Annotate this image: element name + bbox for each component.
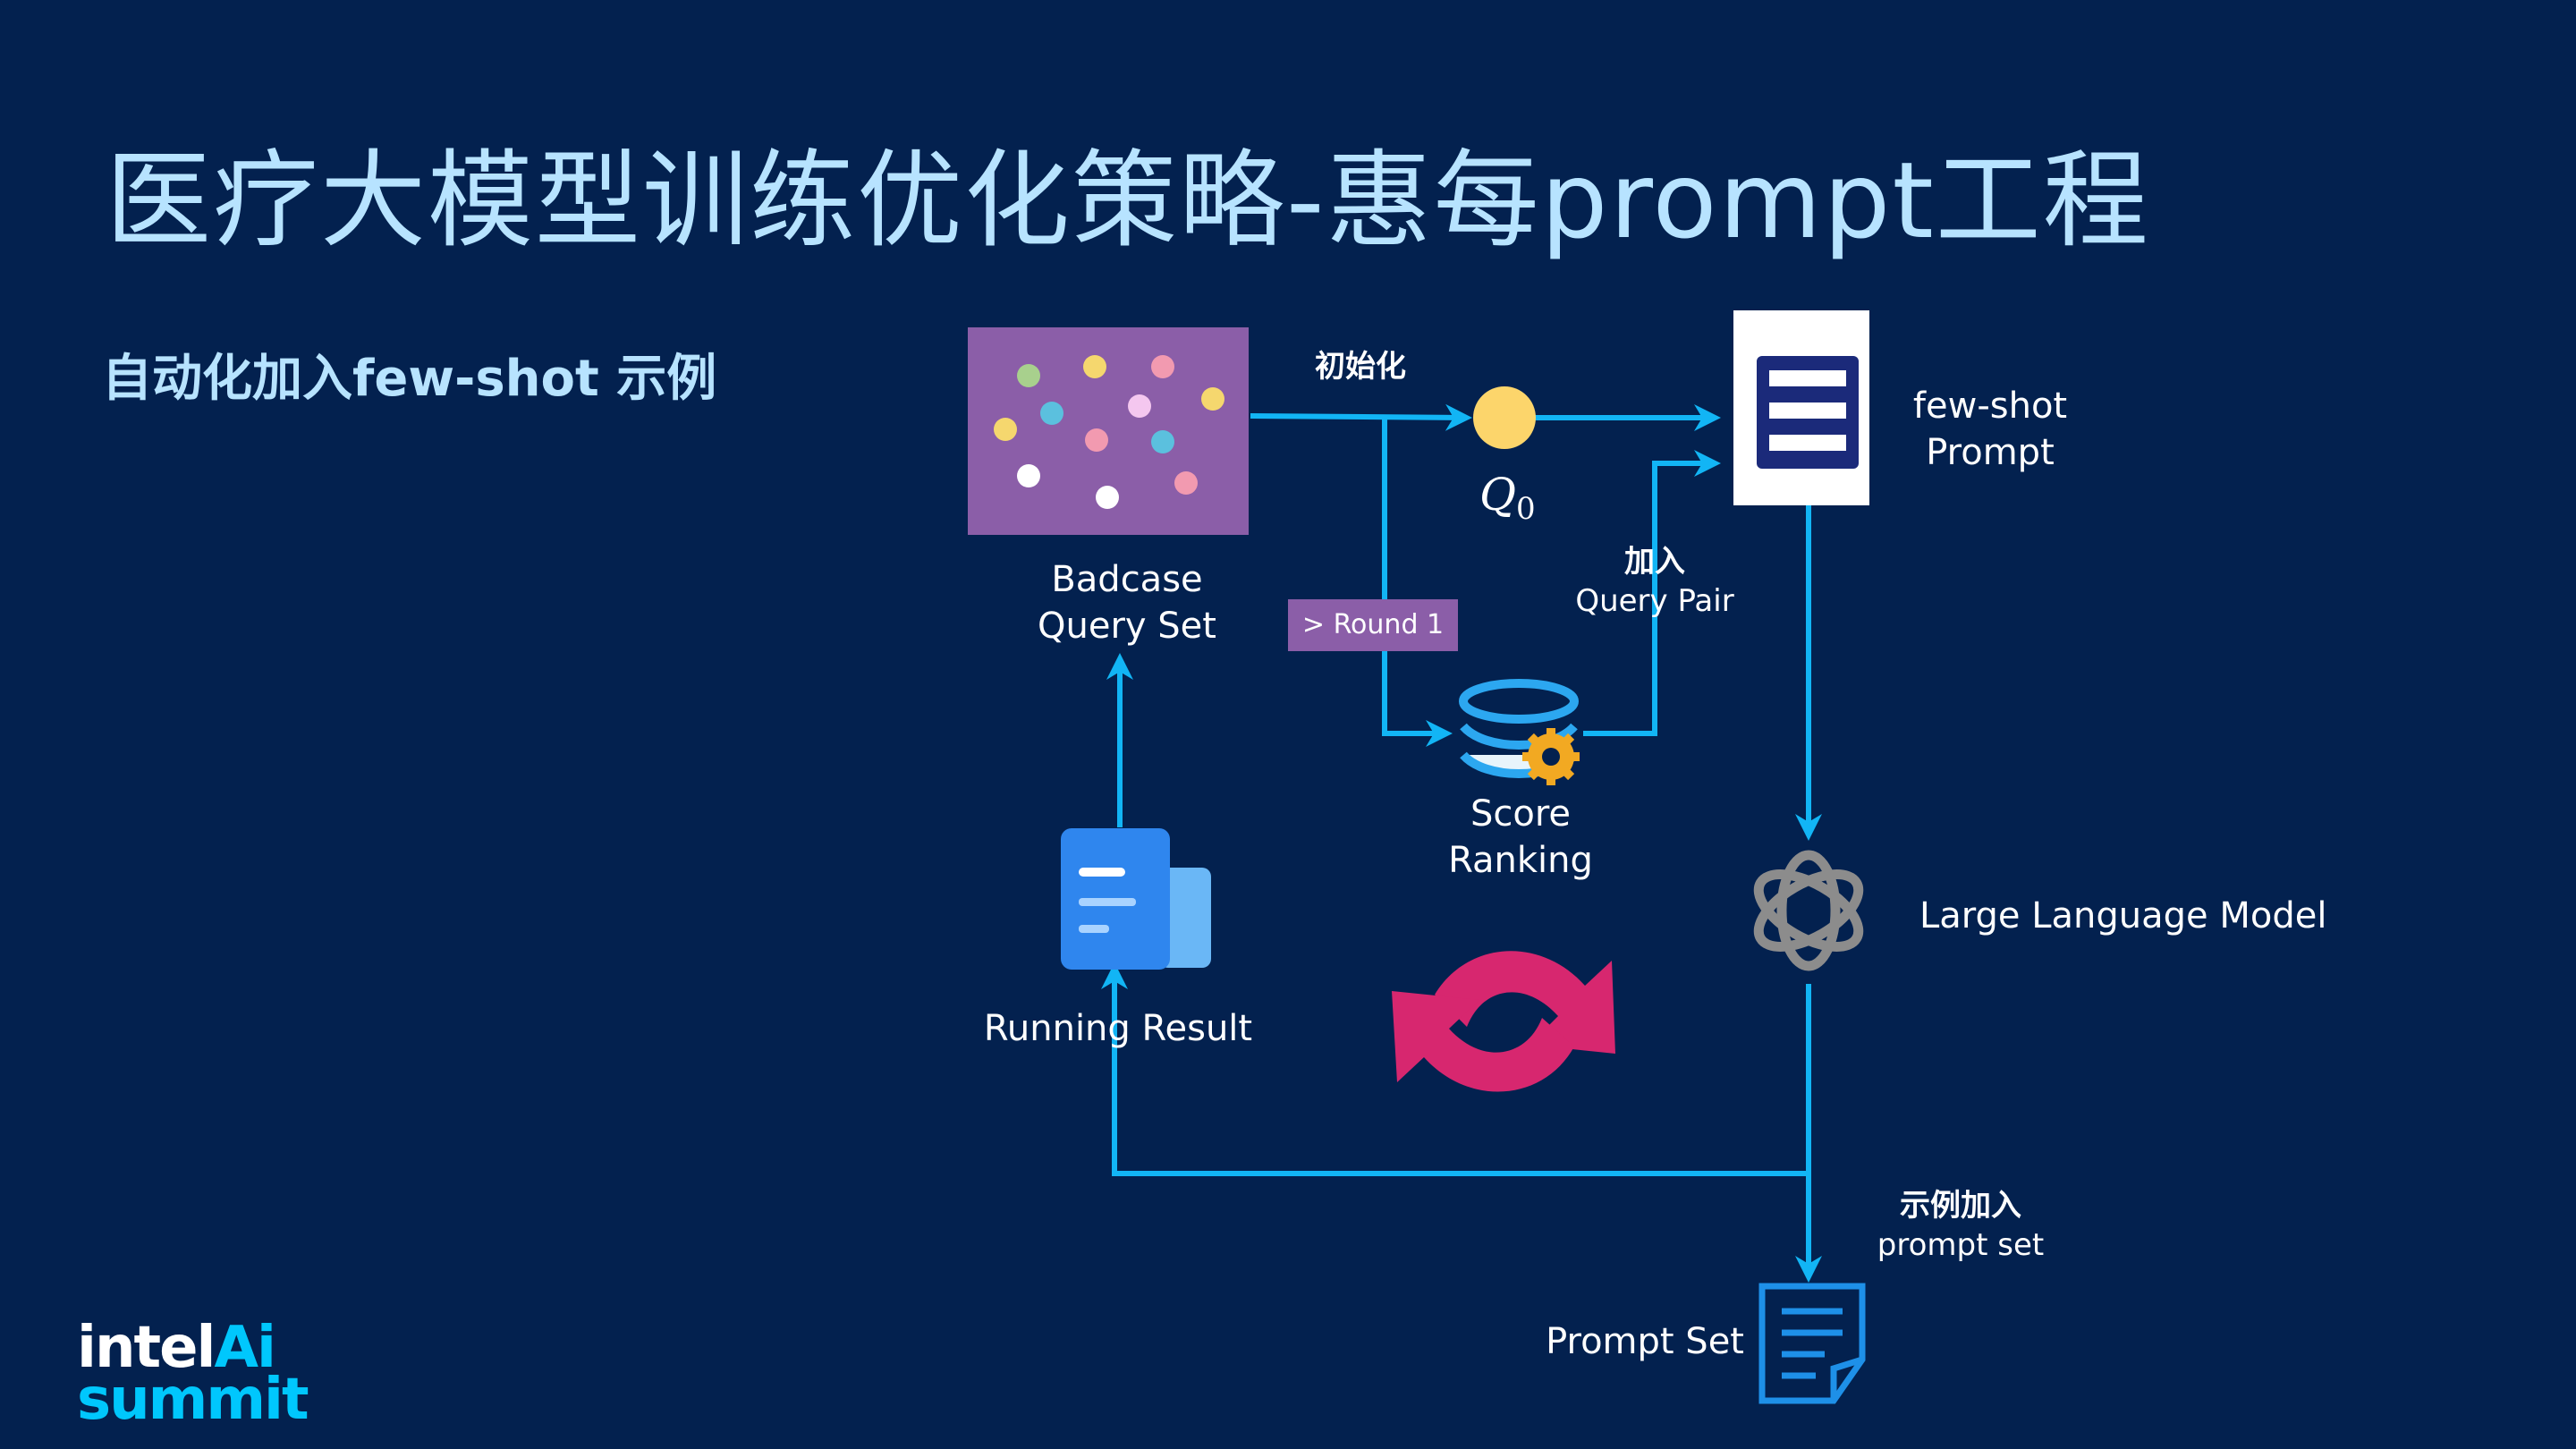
badcase-label: Badcase Query Set <box>1038 559 1216 647</box>
prompt-set-doc-icon <box>1758 1283 1866 1404</box>
running-result-label: Running Result <box>983 1008 1253 1049</box>
score-ranking-label: Score Ranking <box>1448 793 1593 881</box>
q0-label: Q0 <box>1479 469 1536 527</box>
refresh-cycle-icon <box>1392 951 1615 1092</box>
intel-ai-summit-logo: intelAi summit <box>77 1315 309 1433</box>
score-ranking-database-icon <box>1459 679 1580 785</box>
fewshot-prompt-label: few-shot Prompt <box>1912 386 2068 473</box>
prompt-set-label: Prompt Set <box>1546 1321 1744 1362</box>
edge-add-pair-label: 加入 Query Pair <box>1575 544 1734 620</box>
llm-logo-icon <box>1753 850 1864 971</box>
edge-add-example-label: 示例加入 prompt set <box>1877 1188 2045 1264</box>
llm-label: Large Language Model <box>1919 895 2327 936</box>
edge-init-label: 初始化 <box>1315 349 1406 385</box>
running-result-doc-icon <box>1061 828 1211 970</box>
arrow-llm-to-running <box>1101 962 1809 1176</box>
q0-node <box>1473 386 1536 449</box>
arrow-badcase-to-q0 <box>1250 403 1472 431</box>
arrow-score-to-fewshot <box>1583 450 1721 736</box>
section-subtitle: 自动化加入few-shot 示例 <box>102 350 717 408</box>
fewshot-prompt-icon <box>1733 310 1869 505</box>
flow-arrows <box>1101 403 1822 1283</box>
round-badge: > Round 1 <box>1288 599 1458 651</box>
badcase-query-set-box <box>968 327 1249 535</box>
arrow-round-to-score <box>1382 416 1453 747</box>
page-title: 医疗大模型训练优化策略-惠每prompt工程 <box>106 139 2150 262</box>
gear-icon <box>1522 728 1580 785</box>
